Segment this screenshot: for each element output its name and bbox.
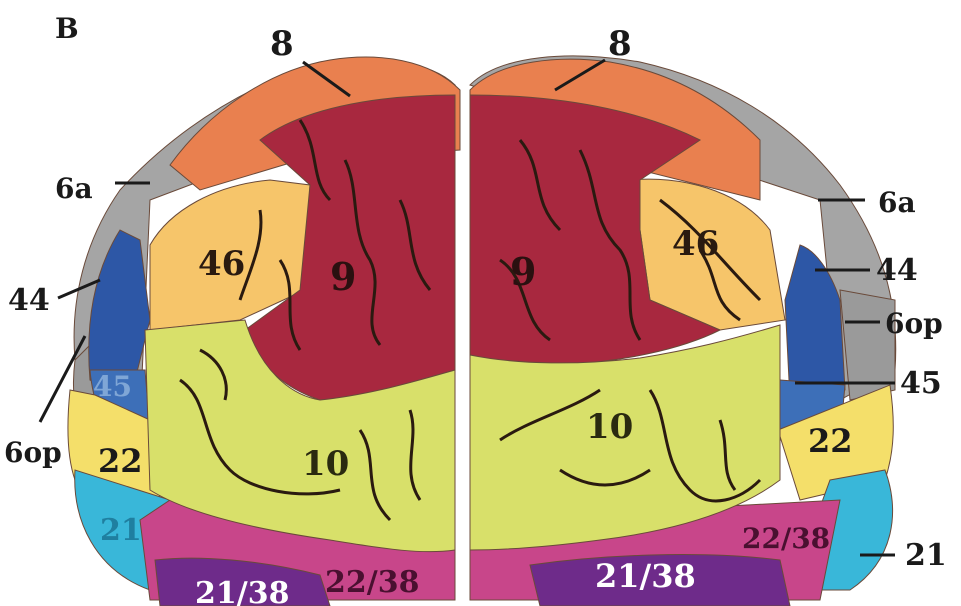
label-left-46: 46 [198,244,245,284]
label-right-6a: 6a [878,186,916,219]
label-right-9: 9 [510,249,536,294]
label-left-9: 9 [330,254,356,299]
label-left-22: 22 [98,442,143,480]
label-left-6op: 6op [4,436,62,469]
label-right-10: 10 [586,407,633,447]
label-right-6op: 6op [885,307,943,340]
right-hemisphere [470,56,896,606]
label-left-44: 44 [8,283,50,318]
label-right-45: 45 [900,366,942,401]
label-right-44: 44 [876,253,918,288]
label-left-22-38: 22/38 [325,565,419,600]
label-left-45: 45 [93,370,132,403]
label-right-22-38: 22/38 [742,522,830,555]
label-right-21-38: 21/38 [595,557,696,595]
label-right-46: 46 [672,224,719,264]
label-left-21: 21 [100,513,142,548]
label-left-21-38: 21/38 [195,576,289,606]
label-right-22: 22 [808,422,853,460]
label-right-21: 21 [905,538,947,573]
label-left-8: 8 [270,24,294,64]
panel-letter: B [55,12,79,45]
label-left-6a: 6a [55,172,93,205]
label-left-10: 10 [302,444,349,484]
label-right-8: 8 [608,24,632,64]
